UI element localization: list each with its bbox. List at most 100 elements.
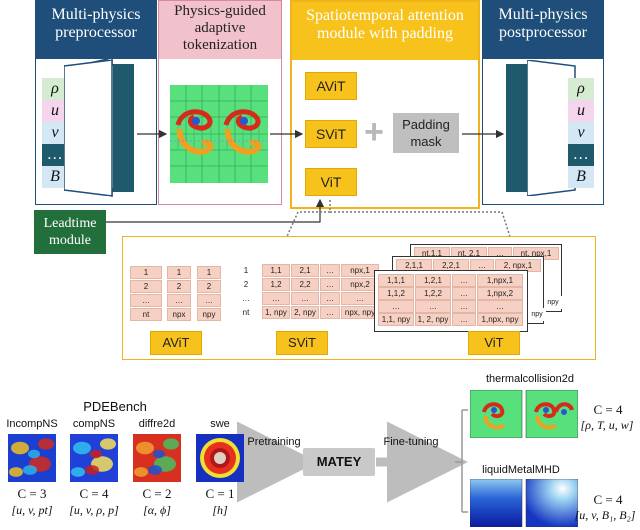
postprocessor-header xyxy=(483,1,603,59)
tokenization-header xyxy=(159,1,281,59)
svit-time-token-2: … xyxy=(238,292,254,305)
pre-variable-3: … xyxy=(42,144,68,166)
avit-token-col3-3: npy xyxy=(197,308,221,321)
post-variable-2: v xyxy=(568,122,594,144)
vit-front-token-1-2: … xyxy=(452,287,476,300)
avit-token-col2-1: 2 xyxy=(167,280,191,293)
avit-token-col2-0: 1 xyxy=(167,266,191,279)
pre-variable-1: u xyxy=(42,100,68,122)
postprocessor-title: Multi-physics postprocessor xyxy=(498,6,588,41)
dataset-field-image-1 xyxy=(70,434,118,482)
dataset-vars-1: [u, v, ρ, p] xyxy=(69,503,119,517)
avit-token-col1-0: 1 xyxy=(130,266,162,279)
dataset-vars-2: [α, ϕ] xyxy=(143,503,171,517)
vit-front-token-2-0: … xyxy=(378,300,414,313)
preprocessor-title: Multi-physics preprocessor xyxy=(51,6,141,41)
svit-time-token-0: 1 xyxy=(238,264,254,277)
vit-front-token-1-3: 1,npx,2 xyxy=(477,287,523,300)
target-name-thermal: thermalcollision2d xyxy=(485,373,575,385)
avit-token-col2-3: npx xyxy=(167,308,191,321)
postprocessor-trapezoid xyxy=(527,60,576,196)
dataset-name-2: diffre2d xyxy=(138,418,176,430)
pre-variable-0: ρ xyxy=(42,78,68,100)
svit-time-token-1: 2 xyxy=(238,278,254,291)
thermal-field-images xyxy=(470,390,578,438)
svit-token-1-1: 2,2 xyxy=(291,278,319,291)
avit-token-col1-2: … xyxy=(130,294,162,307)
preprocessor-output-bar xyxy=(112,64,134,192)
svit-token-label: SViT xyxy=(276,331,328,355)
dataset-field-image-3 xyxy=(196,434,244,482)
avit-token-col3-1: 2 xyxy=(197,280,221,293)
svit-time-token-3: nt xyxy=(238,306,254,319)
vit-front-token-0-3: 1,npx,1 xyxy=(477,274,523,287)
dataset-name-1: compNS xyxy=(72,418,116,430)
dataset-c-0: C = 3 xyxy=(17,486,47,501)
vit-front-token-0-1: 1,2,1 xyxy=(415,274,451,287)
dataset-name-3: swe xyxy=(210,418,230,430)
vit-front-token-3-2: … xyxy=(452,313,476,326)
dataset-c-2: C = 2 xyxy=(142,486,172,501)
avit-token-col2-2: … xyxy=(167,294,191,307)
dataset-field-image-0 xyxy=(8,434,56,482)
svit-token-2-3: … xyxy=(341,292,379,305)
vit-front-token-3-1: 1, 2, npy xyxy=(415,313,451,326)
svit-token-3-2: … xyxy=(320,306,340,319)
vit-front-token-2-1: … xyxy=(415,300,451,313)
svit-token-3-0: 1, npy xyxy=(262,306,290,319)
post-variable-3: … xyxy=(568,144,594,166)
post-variable-1: u xyxy=(568,100,594,122)
dataset-c-3: C = 1 xyxy=(205,486,235,501)
svit-token-2-1: … xyxy=(291,292,319,305)
dataset-vars-0: [u, v, pt] xyxy=(11,503,53,517)
preprocessor-header xyxy=(36,1,156,59)
matey-model: MATEY xyxy=(303,448,375,476)
plus-sign: + xyxy=(364,113,384,151)
target-vars-thermal: [ρ, T, u, w] xyxy=(580,418,634,432)
post-variable-4: B xyxy=(568,166,594,188)
target-c-thermal: C = 4 xyxy=(593,402,623,417)
attention-title: Spatiotemporal attention module with pad… xyxy=(306,7,464,42)
attention-panel: Spatiotemporal attention module with pad… xyxy=(290,0,480,209)
vit-module: ViT xyxy=(305,168,357,196)
dataset-vars-3: [h] xyxy=(212,503,228,517)
vit-front-token-3-0: 1,1, npy xyxy=(378,313,414,326)
pre-variable-4: B xyxy=(42,166,68,188)
vit-front-token-2-2: … xyxy=(452,300,476,313)
pretraining-label: Pretraining xyxy=(247,436,301,448)
svit-token-3-1: 2, npy xyxy=(291,306,319,319)
avit-module: AViT xyxy=(305,72,357,100)
pre-variable-2: v xyxy=(42,122,68,144)
avit-token-col3-0: 1 xyxy=(197,266,221,279)
vit-side-token-1: npy xyxy=(528,308,546,321)
pdebench-label: PDEBench xyxy=(83,399,147,414)
avit-token-col1-1: 2 xyxy=(130,280,162,293)
avit-token-col1-3: nt xyxy=(130,308,162,321)
avit-token-label: AViT xyxy=(150,331,202,355)
finetuning-label: Fine-tuning xyxy=(383,436,439,448)
vit-front-token-1-0: 1,1,2 xyxy=(378,287,414,300)
vit-front-token-2-3: … xyxy=(477,300,523,313)
svit-module: SViT xyxy=(305,120,357,148)
attention-header xyxy=(292,2,478,60)
mhd-field-images xyxy=(470,479,578,527)
svit-token-0-1: 2,1 xyxy=(291,264,319,277)
preprocessor-trapezoid xyxy=(64,60,113,196)
target-vars-mhd: [u, v, B₁, B₂] xyxy=(574,508,636,522)
tokenization-grid-image xyxy=(170,85,268,183)
svit-token-2-2: … xyxy=(320,292,340,305)
svit-token-1-2: … xyxy=(320,278,340,291)
vit-side-token-0: npy xyxy=(544,296,562,309)
post-variable-0: ρ xyxy=(568,78,594,100)
postprocessor-output-bar xyxy=(506,64,528,192)
vit-front-token-0-0: 1,1,1 xyxy=(378,274,414,287)
vit-front-token-0-2: … xyxy=(452,274,476,287)
vit-token-label: ViT xyxy=(468,331,520,355)
vit-front-token-3-3: 1,npx, npy xyxy=(477,313,523,326)
dataset-name-0: IncompNS xyxy=(6,418,58,430)
svit-token-0-2: … xyxy=(320,264,340,277)
vit-front-token-1-1: 1,2,2 xyxy=(415,287,451,300)
target-c-mhd: C = 4 xyxy=(593,492,623,507)
svit-token-1-0: 1,2 xyxy=(262,278,290,291)
